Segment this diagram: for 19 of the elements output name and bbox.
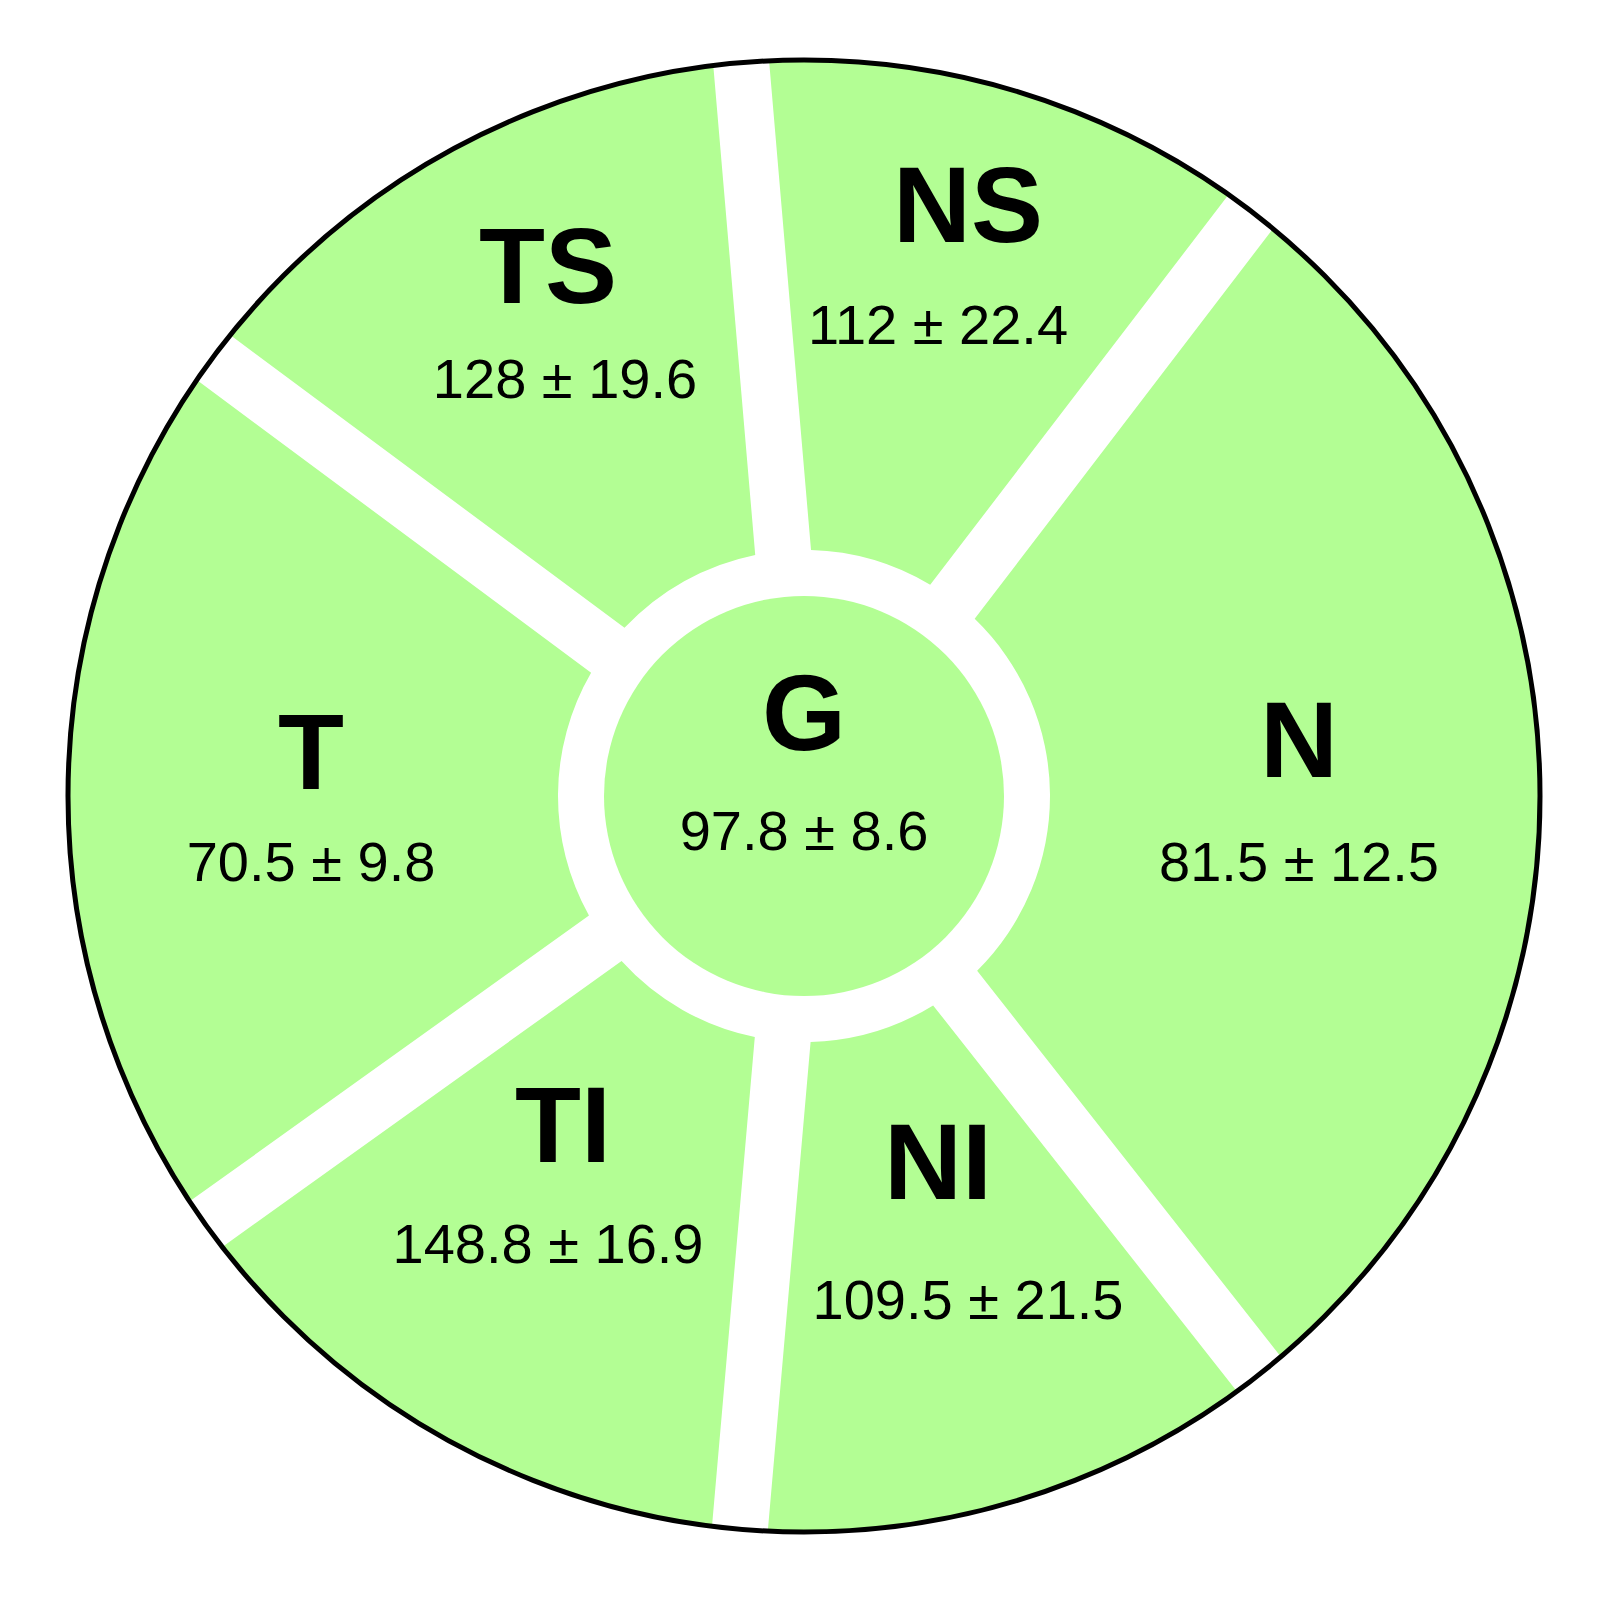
thickness-value: 109.5 ± 21.5: [812, 1268, 1124, 1331]
sector-label: NI: [884, 1101, 992, 1222]
sector-label: N: [1260, 679, 1338, 800]
thickness-value: 81.5 ± 12.5: [1159, 830, 1439, 893]
center-circle: [604, 596, 1004, 996]
sector-label: T: [278, 691, 344, 812]
thickness-value: 128 ± 19.6: [432, 347, 698, 410]
thickness-value: 112 ± 22.4: [807, 293, 1069, 356]
sector: [769, 60, 1229, 585]
sector: [222, 961, 755, 1527]
sector: [767, 1005, 1237, 1532]
sector-label: TS: [479, 205, 617, 326]
sector-label: G: [762, 652, 846, 773]
thickness-value: 148.8 ± 16.9: [392, 1212, 704, 1275]
thickness-value: 97.8 ± 8.6: [679, 799, 929, 862]
sector-label: NS: [893, 144, 1043, 265]
sector-label: TI: [515, 1064, 611, 1185]
sector: [230, 65, 756, 628]
thickness-value: 70.5 ± 9.8: [186, 830, 436, 893]
